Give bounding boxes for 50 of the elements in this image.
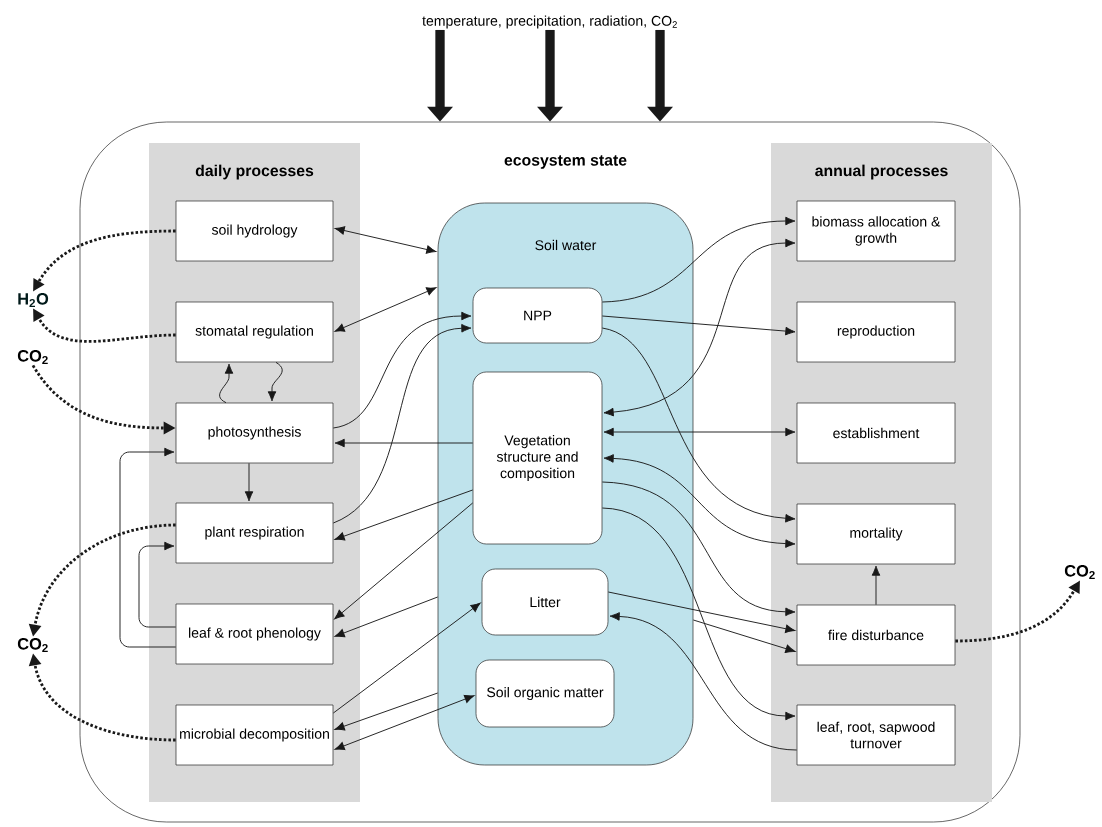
arrow [609, 612, 798, 751]
process-box: reproduction [796, 301, 956, 363]
arrow [603, 238, 796, 417]
arrow [601, 327, 796, 523]
process-box: photosynthesis [175, 402, 334, 464]
arrow [603, 427, 796, 437]
arrow [334, 502, 474, 620]
arrow [334, 438, 474, 448]
arrow [332, 323, 472, 524]
arrow [334, 287, 437, 332]
arrow [334, 692, 439, 731]
process-box: fire disturbance [796, 604, 956, 666]
arrow [334, 226, 437, 254]
flux-label: H$_{2}$O [18, 293, 49, 307]
arrow [267, 361, 283, 402]
state-box: Litter [481, 568, 609, 636]
arrow [244, 462, 254, 502]
state-box: NPP [472, 287, 603, 344]
arrow [692, 619, 796, 653]
process-box: plant respiration [175, 502, 334, 564]
arrow [601, 315, 796, 336]
arrow [607, 591, 796, 633]
process-box: stomatal regulation [175, 301, 334, 363]
arrow [334, 489, 474, 541]
ecosystem-frame [79, 121, 1021, 823]
arrow [601, 507, 796, 721]
process-box: establishment [796, 402, 956, 464]
flux-label: CO$_{2}$ [17, 350, 48, 364]
arrow [334, 694, 475, 751]
process-box: biomass allocation & growth [796, 200, 956, 262]
process-box: leaf, root, sapwood turnover [796, 704, 956, 766]
process-box: microbial decomposition [175, 704, 334, 766]
arrow [601, 481, 796, 617]
state-box: Vegetation structure and composition [472, 371, 603, 545]
arrow [119, 447, 177, 648]
input-label: temperature, precipitation, radiation, CO$_{2}$ [422, 15, 677, 29]
process-box: leaf & root phenology [175, 603, 334, 665]
arrow [601, 216, 796, 303]
arrow [334, 596, 439, 638]
arrow [332, 602, 481, 714]
node-label: ecosystem state [504, 155, 627, 169]
process-box: mortality [796, 503, 956, 565]
flux-label: CO$_{2}$ [17, 638, 48, 652]
flux-label: CO$_{2}$ [1064, 565, 1095, 579]
state-box: Soil organic matter [475, 659, 615, 728]
process-box: soil hydrology [175, 200, 334, 262]
arrow [138, 541, 177, 628]
arrow [603, 454, 796, 548]
arrow [871, 565, 881, 606]
arrow [332, 311, 472, 429]
